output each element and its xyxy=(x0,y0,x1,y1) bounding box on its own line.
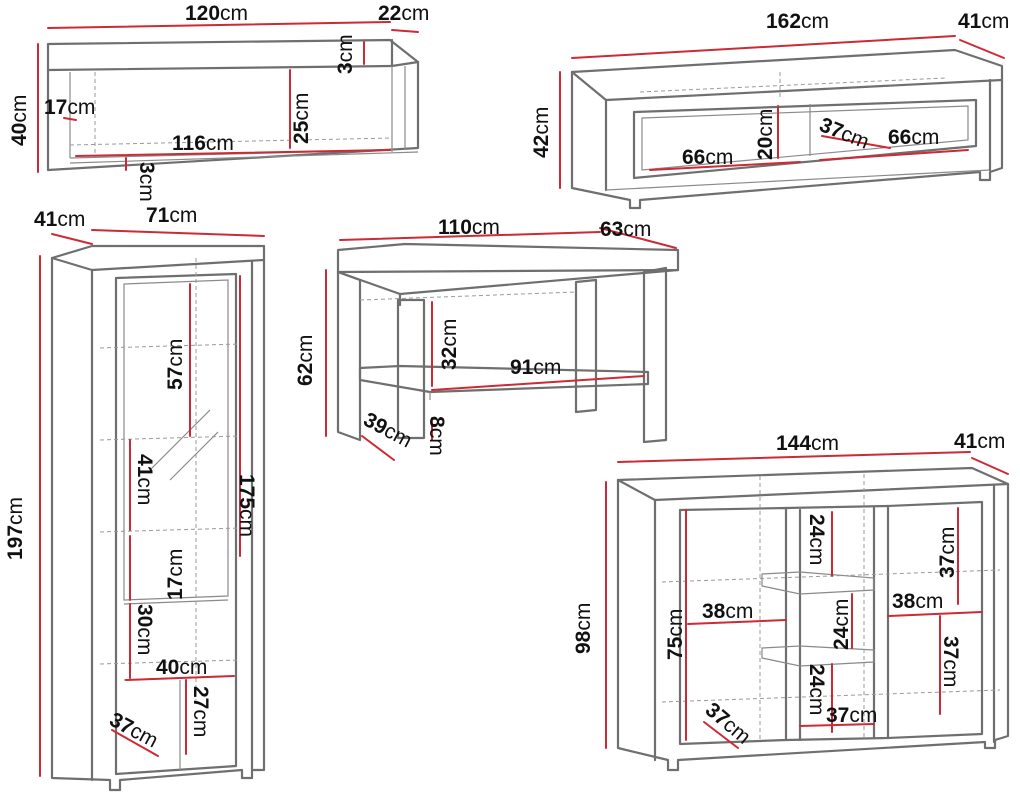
label-sideboard-right-bottom: 37cm xyxy=(939,636,962,687)
label-table-leg-depth: 39cm xyxy=(360,408,416,452)
label-vitrine-section-4: 30cm xyxy=(133,604,156,655)
label-sideboard-left-width: 38cm xyxy=(702,600,753,623)
label-table-shelf-width: 91cm xyxy=(510,356,561,379)
coffee-table xyxy=(336,242,680,444)
sideboard xyxy=(616,466,1010,772)
label-table-height: 62cm xyxy=(294,335,317,386)
label-vitrine-depth: 41cm xyxy=(34,208,85,231)
label-tv-drawer-depth: 37cm xyxy=(816,113,872,154)
label-tv-drawer-width-2: 66cm xyxy=(888,126,939,149)
label-table-width: 110cm xyxy=(438,216,500,239)
label-tv-drawer-width-1: 66cm xyxy=(682,146,733,169)
label-vitrine-height: 197cm xyxy=(4,497,27,560)
label-vitrine-section-3: 17cm xyxy=(164,549,187,600)
label-vitrine-inner-width: 40cm xyxy=(156,656,207,679)
label-vitrine-inner-depth: 37cm xyxy=(106,708,162,752)
label-vitrine-width: 71cm xyxy=(146,204,197,227)
label-sideboard-bottom-height: 24cm xyxy=(805,664,828,715)
label-table-gap: 32cm xyxy=(438,319,461,370)
label-sideboard-right-width: 38cm xyxy=(892,590,943,613)
label-tv-width: 162cm xyxy=(766,10,829,33)
label-vitrine-section-2: 41cm xyxy=(133,454,156,505)
dimension-labels: 120cm 22cm 40cm 17cm 3cm 25cm 116cm 3cm … xyxy=(4,2,1009,753)
label-sideboard-top-height: 24cm xyxy=(805,514,828,565)
label-vitrine-inner-height: 175cm xyxy=(235,474,258,537)
label-tv-height: 42cm xyxy=(530,107,553,158)
label-table-leg-height: 8cm xyxy=(425,416,448,456)
label-shelf-top: 3cm xyxy=(334,34,357,74)
tv-unit xyxy=(570,48,1004,210)
label-shelf-mid-height: 25cm xyxy=(290,93,313,144)
label-sideboard-depth: 41cm xyxy=(954,430,1005,453)
vitrine-cabinet xyxy=(50,244,266,792)
label-shelf-inner-width: 116cm xyxy=(172,132,234,155)
label-tv-drawer-height: 20cm xyxy=(754,109,777,160)
label-tv-depth: 41cm xyxy=(958,10,1009,33)
label-sideboard-bottom-width: 37cm xyxy=(826,704,877,727)
label-sideboard-right-top: 37cm xyxy=(936,527,959,578)
label-sideboard-width: 144cm xyxy=(776,432,839,455)
label-shelf-bottom: 3cm xyxy=(135,162,158,202)
label-shelf-depth: 22cm xyxy=(378,2,429,25)
label-shelf-height: 40cm xyxy=(8,95,31,146)
label-shelf-width: 120cm xyxy=(185,2,248,25)
label-sideboard-height: 98cm xyxy=(572,603,595,654)
label-vitrine-bottom-height: 27cm xyxy=(189,686,212,737)
dimension-lines xyxy=(37,21,1009,777)
label-vitrine-section-1: 57cm xyxy=(164,339,187,390)
label-sideboard-mid-height: 24cm xyxy=(830,599,853,650)
wall-shelf xyxy=(46,38,420,172)
label-table-depth: 63cm xyxy=(600,218,651,241)
label-sideboard-left-height: 75cm xyxy=(664,609,687,660)
label-shelf-inner-height: 17cm xyxy=(44,96,95,119)
